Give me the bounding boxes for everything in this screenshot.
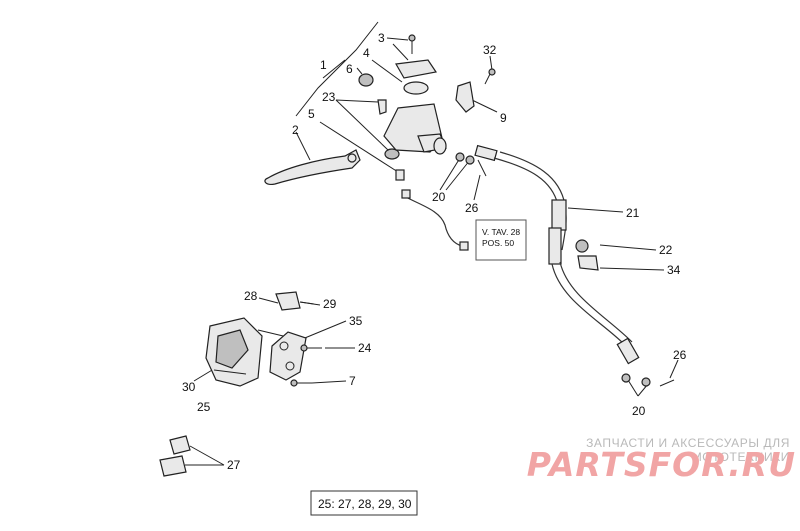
callout-20-top: 20 [432,190,446,204]
callout-28: 28 [244,289,258,303]
mirror-bracket [455,81,475,113]
callout-34: 34 [667,263,681,277]
callout-26-top: 26 [465,201,479,215]
callout-3: 3 [378,31,385,45]
callout-21: 21 [626,206,640,220]
callout-20-bottom: 20 [632,404,646,418]
brake-lever [264,149,361,185]
callout-22: 22 [659,243,673,257]
callout-25: 25 [197,400,211,414]
leader-lines [185,21,679,466]
watermark-brand-logo: PARTSFOR.RU [526,445,796,484]
callout-35: 35 [349,314,363,328]
callout-7: 7 [349,374,356,388]
watermark-tagline: ЗАПЧАСТИ И АКСЕССУАРЫ ДЛЯ МОТОТЕХНИКИ [586,436,790,464]
footer-note: 25: 27, 28, 29, 30 [310,490,418,516]
reference-note-line2: POS. 50 [482,238,514,248]
callout-6: 6 [346,62,353,76]
callout-24: 24 [358,341,372,355]
callout-4: 4 [363,46,370,60]
brake-pad [159,455,187,477]
callout-labels: 1 2 3 4 5 6 7 9 20 20 21 22 23 24 25 26 … [182,31,687,472]
caliper-group [159,291,322,477]
diaphragm [403,81,429,95]
callout-2: 2 [292,123,299,137]
callout-27: 27 [227,458,241,472]
reference-note-box: V. TAV. 28 POS. 50 [475,219,527,261]
callout-29: 29 [323,297,337,311]
reservoir-cap [395,59,438,79]
caliper-bracket [269,331,307,381]
callout-5: 5 [308,107,315,121]
brake-pad [169,435,191,455]
master-cylinder-assembly [264,34,496,251]
callout-1: 1 [320,58,327,72]
brake-switch [395,169,405,181]
callout-23: 23 [322,90,336,104]
callout-32: 32 [483,43,497,57]
brake-hose [455,144,675,387]
callout-9: 9 [500,111,507,125]
grommet [358,73,374,87]
callout-26-bottom: 26 [673,348,687,362]
reference-note-line1: V. TAV. 28 [482,227,520,237]
callout-30: 30 [182,380,196,394]
footer-note-text: 25: 27, 28, 29, 30 [318,497,412,511]
